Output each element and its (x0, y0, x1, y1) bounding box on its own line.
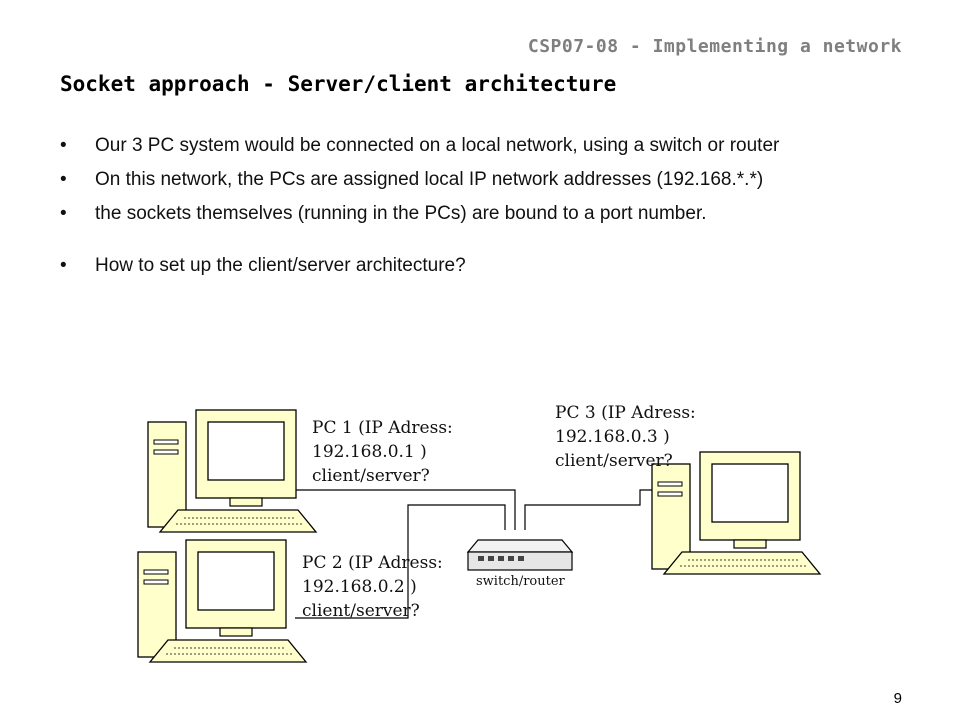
page-number: 9 (893, 690, 902, 707)
bullet-item: On this network, the PCs are assigned lo… (60, 168, 910, 192)
pc3-label-line1: PC 3 (IP Adress: (555, 403, 696, 423)
pc1-label-line2: 192.168.0.1 ) (312, 442, 427, 462)
pc2-computer-icon (137, 539, 307, 663)
pc1-label-line1: PC 1 (IP Adress: (312, 418, 453, 438)
pc1-label-line3: client/server? (312, 466, 430, 486)
pc3-label-line3: client/server? (555, 451, 673, 471)
bullet-item: Our 3 PC system would be connected on a … (60, 134, 910, 158)
switch-router-icon (466, 539, 574, 571)
slide-title: Socket approach - Server/client architec… (60, 72, 617, 96)
pc1-computer-icon (147, 409, 317, 533)
cable-pc2 (295, 504, 506, 619)
pc2-label-line3: client/server? (302, 601, 420, 621)
pc3-label-line2: 192.168.0.3 ) (555, 427, 670, 447)
pc2-label-line1: PC 2 (IP Adress: (302, 553, 443, 573)
network-diagram: switch/router PC 1 (IP Adress: 192.168.0… (137, 403, 821, 663)
slide-header: CSP07-08 - Implementing a network (527, 36, 902, 57)
bullet-item: How to set up the client/server architec… (60, 254, 910, 278)
switch-label: switch/router (476, 574, 566, 589)
pc2-label-line2: 192.168.0.2 ) (302, 577, 417, 597)
bullet-item: the sockets themselves (running in the P… (60, 202, 910, 226)
pc3-computer-icon (651, 451, 821, 575)
cable-pc3 (524, 489, 660, 530)
cable-pc1 (290, 489, 516, 530)
bullet-list: Our 3 PC system would be connected on a … (60, 134, 910, 288)
